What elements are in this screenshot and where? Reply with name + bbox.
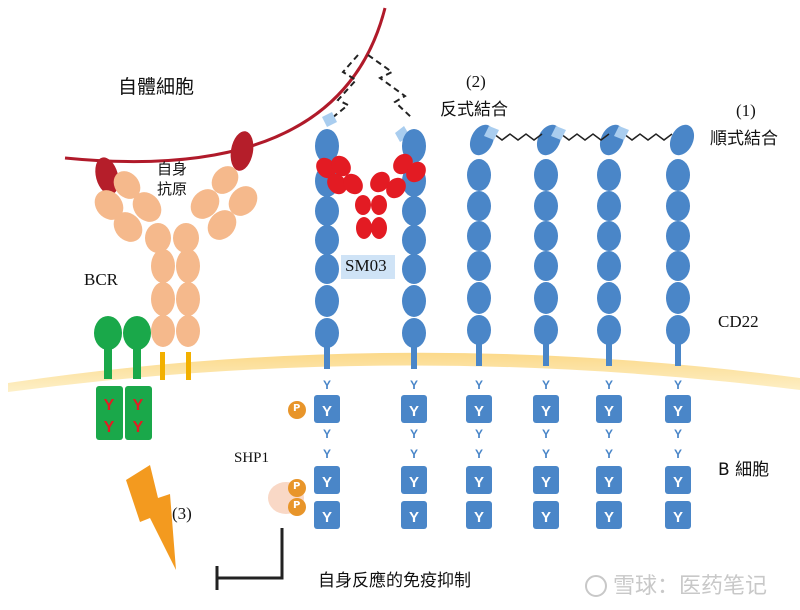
shp1-label: SHP1	[234, 450, 270, 466]
lightning-icon	[126, 465, 176, 570]
phosphate-label-2: P	[293, 481, 301, 492]
phosphate-label-3: P	[293, 500, 301, 511]
cd22-label: CD22	[718, 312, 759, 331]
trans-binding-label: 反式結合	[440, 100, 508, 120]
cd22-molecule-1	[315, 112, 339, 369]
svg-text:Y: Y	[322, 403, 332, 420]
svg-text:Y: Y	[104, 419, 115, 436]
svg-text:Y: Y	[133, 419, 144, 436]
self-cell-membrane	[64, 7, 387, 164]
svg-text:Y: Y	[323, 378, 331, 392]
cd22-molecule-3	[467, 124, 495, 366]
trans-binding-number: (2)	[466, 72, 486, 91]
self-antigen-label-2: 抗原	[157, 180, 188, 198]
shp1-phosphatase	[268, 401, 306, 516]
b-cell-membrane	[8, 352, 800, 392]
b-cell-label: B 細胞	[718, 460, 770, 480]
cis-binding-linkers	[484, 126, 673, 141]
trans-binding-lines	[331, 54, 413, 119]
step3-label: (3)	[172, 504, 192, 523]
svg-text:Y: Y	[322, 509, 332, 526]
watermark-text: 雪球：医药笔记	[613, 574, 768, 599]
cd22-cytoplasmic-tails: Y Y Y Y Y Y	[314, 378, 691, 529]
watermark: 雪球：医药笔记	[585, 568, 767, 600]
sm03-label: SM03	[345, 256, 387, 275]
svg-text:Y: Y	[322, 474, 332, 491]
cd22-molecule-2	[395, 126, 426, 369]
snowball-logo-icon	[585, 575, 607, 597]
sm03-label-box	[341, 255, 395, 279]
svg-text:Y: Y	[323, 427, 331, 441]
phosphate-label-1: P	[293, 403, 301, 414]
svg-text:Y: Y	[323, 447, 331, 461]
self-antigen-label-1: 自身	[157, 160, 188, 178]
svg-text:Y: Y	[104, 397, 115, 414]
svg-text:Y: Y	[133, 397, 144, 414]
self-antigen-antibody	[94, 131, 258, 380]
inhibition-label: 自身反應的免疫抑制	[318, 571, 471, 591]
cis-binding-number: (1)	[736, 101, 756, 120]
cd22-molecule-6	[666, 124, 695, 366]
cd22-molecule-4	[534, 124, 562, 366]
cis-binding-label: 順式結合	[710, 129, 778, 149]
bcr-receptor: Y Y Y Y	[94, 316, 152, 440]
bcr-label: BCR	[84, 270, 119, 289]
sm03-antibody	[316, 153, 426, 239]
self-cell-label: 自體細胞	[118, 76, 195, 98]
cd22-molecule-5	[597, 124, 625, 366]
inhibition-arrow	[215, 528, 284, 590]
